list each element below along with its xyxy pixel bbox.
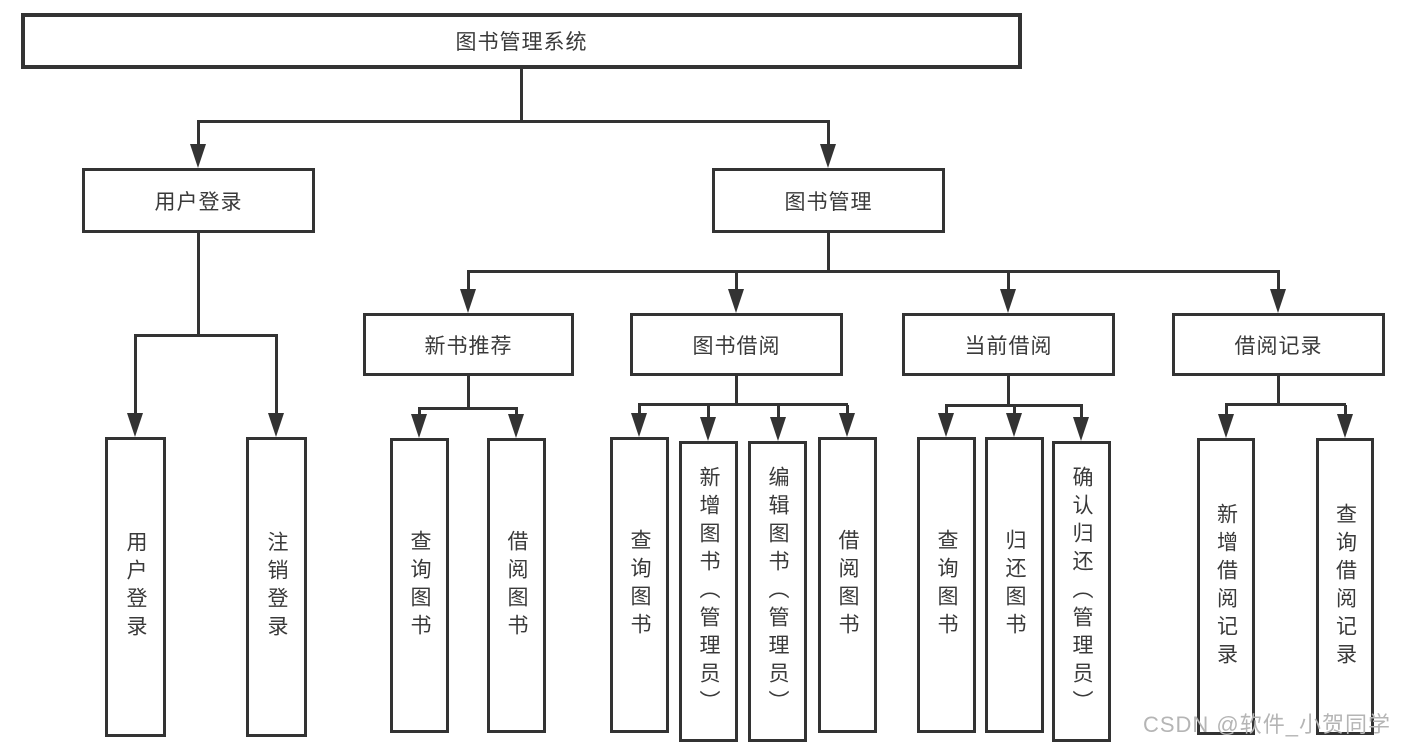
connector-vline	[467, 272, 470, 291]
leaf-label: 编辑图书（管理员）	[766, 465, 789, 718]
connector-vline	[777, 405, 780, 419]
leaf-query-books-recommend: 查询图书	[390, 438, 449, 733]
connector-vline	[1080, 406, 1083, 419]
arrow-down-icon	[460, 289, 476, 313]
node-root: 图书管理系统	[21, 13, 1022, 69]
connector-stem	[1277, 376, 1280, 405]
connector-vline	[515, 409, 518, 416]
arrow-down-icon	[411, 414, 427, 438]
connector-vline	[418, 409, 421, 416]
connector-stem	[1007, 376, 1010, 406]
connector-vline	[707, 405, 710, 419]
connector-root-stem	[520, 69, 523, 122]
connector-vline	[197, 121, 200, 146]
connector-rail	[134, 334, 278, 337]
leaf-add-borrow-record: 新增借阅记录	[1197, 438, 1255, 735]
arrow-down-icon	[839, 413, 855, 437]
leaf-label: 确认归还（管理员）	[1070, 465, 1093, 718]
leaf-query-borrow-record: 查询借阅记录	[1316, 438, 1374, 735]
arrow-down-icon	[1000, 289, 1016, 313]
leaf-borrow-books-recommend: 借阅图书	[487, 438, 546, 733]
connector-stem	[827, 233, 830, 272]
leaf-label: 借阅图书	[836, 529, 859, 641]
leaf-label: 查询图书	[628, 529, 651, 641]
leaf-label: 用户登录	[124, 531, 147, 643]
arrow-down-icon	[1218, 414, 1234, 438]
node-book-management: 图书管理	[712, 168, 945, 233]
node-new-book-recommendation: 新书推荐	[363, 313, 574, 376]
connector-vline	[945, 406, 948, 415]
leaf-user-login: 用户登录	[105, 437, 166, 737]
leaf-borrow-books-borrowing: 借阅图书	[818, 437, 877, 733]
connector-vline	[1225, 405, 1228, 416]
connector-vline	[735, 272, 738, 291]
connector-rail	[638, 403, 848, 406]
arrow-down-icon	[631, 413, 647, 437]
arrow-down-icon	[1073, 417, 1089, 441]
connector-rail	[945, 404, 1083, 407]
node-user-login: 用户登录	[82, 168, 315, 233]
connector-level3-rail	[467, 270, 1280, 273]
leaf-query-books-borrowing: 查询图书	[610, 437, 669, 733]
connector-vline	[1007, 272, 1010, 291]
connector-stem	[467, 376, 470, 409]
connector-vline	[1344, 405, 1347, 416]
connector-stem	[735, 376, 738, 405]
arrow-down-icon	[508, 414, 524, 438]
arrow-down-icon	[770, 417, 786, 441]
connector-stem	[197, 233, 200, 336]
leaf-label: 新增图书（管理员）	[697, 465, 720, 718]
connector-level2-rail	[197, 120, 830, 123]
arrow-down-icon	[190, 144, 206, 168]
leaf-logout-login: 注销登录	[246, 437, 307, 737]
leaf-label: 查询借阅记录	[1333, 502, 1357, 671]
arrow-down-icon	[938, 413, 954, 437]
leaf-confirm-return-admin: 确认归还（管理员）	[1052, 441, 1111, 742]
arrow-down-icon	[728, 289, 744, 313]
arrow-down-icon	[1337, 414, 1353, 438]
arrow-down-icon	[1270, 289, 1286, 313]
arrow-down-icon	[127, 413, 143, 437]
connector-rail	[418, 407, 518, 410]
leaf-return-books: 归还图书	[985, 437, 1044, 733]
connector-vline	[827, 121, 830, 146]
connector-vline	[134, 335, 137, 415]
node-borrowing-records: 借阅记录	[1172, 313, 1385, 376]
leaf-label: 查询图书	[408, 529, 431, 642]
arrow-down-icon	[268, 413, 284, 437]
connector-vline	[275, 335, 278, 415]
connector-vline	[638, 405, 641, 415]
arrow-down-icon	[700, 417, 716, 441]
node-book-borrowing: 图书借阅	[630, 313, 843, 376]
connector-rail	[1225, 403, 1346, 406]
leaf-query-books-current: 查询图书	[917, 437, 976, 733]
node-current-borrowing: 当前借阅	[902, 313, 1115, 376]
leaf-edit-books-admin: 编辑图书（管理员）	[748, 441, 807, 742]
arrow-down-icon	[1006, 413, 1022, 437]
leaf-label: 归还图书	[1003, 529, 1026, 641]
leaf-label: 注销登录	[265, 531, 288, 643]
leaf-label: 新增借阅记录	[1214, 502, 1238, 671]
leaf-add-books-admin: 新增图书（管理员）	[679, 441, 738, 742]
leaf-label: 借阅图书	[505, 529, 528, 642]
connector-vline	[1277, 272, 1280, 291]
connector-vline	[846, 405, 849, 415]
connector-vline	[1013, 406, 1016, 415]
arrow-down-icon	[820, 144, 836, 168]
leaf-label: 查询图书	[935, 529, 958, 641]
